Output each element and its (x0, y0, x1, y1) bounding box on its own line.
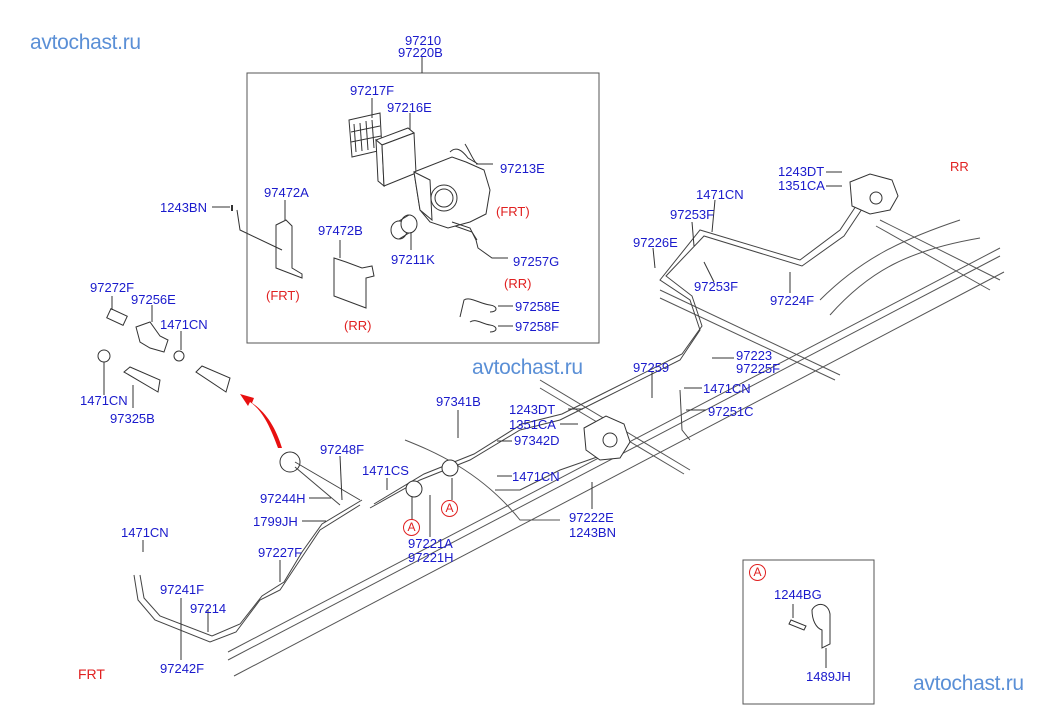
label-rr-bracket: (RR) (344, 318, 372, 333)
heater-core-97216E-part (375, 113, 417, 188)
label-1351CA-mid: 1351CA (509, 417, 556, 432)
nozzle-group-part (97, 296, 231, 408)
label-97211K: 97211K (391, 252, 435, 267)
label-97244H: 97244H (260, 491, 306, 506)
blower-97211K-part (390, 214, 418, 250)
label-1243DT-rear: 1243DT (778, 164, 825, 179)
label-1489JH: 1489JH (806, 669, 851, 684)
label-97251C: 97251C (708, 404, 754, 419)
bolt-1243BN-part (212, 205, 233, 211)
label-97248F: 97248F (320, 442, 365, 457)
bracket-97472B-part (333, 240, 375, 309)
label-1243DT-mid: 1243DT (509, 402, 556, 417)
label-97241F: 97241F (160, 582, 205, 597)
label-97258F: 97258F (515, 319, 560, 334)
red-arrow-icon (240, 394, 282, 448)
label-97226E: 97226E (633, 235, 678, 250)
label-1471CN-mid-b: 1471CN (512, 469, 560, 484)
label-1244BG: 1244BG (774, 587, 822, 602)
label-1243BN-left: 1243BN (160, 200, 207, 215)
watermark-center: avtochast.ru (472, 356, 583, 379)
label-97472A: 97472A (264, 185, 309, 200)
leader-lines (142, 171, 842, 660)
hoses-97258EF-part (459, 298, 513, 333)
label-1471CN-mid-a: 1471CN (703, 381, 751, 396)
label-1471CN-front: 1471CN (121, 525, 169, 540)
label-97222E: 97222E (569, 510, 614, 525)
label-97342D: 97342D (514, 433, 560, 448)
label-1243BN-mid: 1243BN (569, 525, 616, 540)
label-97272F: 97272F (90, 280, 135, 295)
detail-a-parts (788, 604, 831, 668)
label-97210: 97210 (405, 33, 442, 48)
heater-unit-part (413, 143, 493, 229)
fuel-lines (133, 199, 865, 643)
label-97257G: 97257G (513, 254, 560, 269)
label-97217F: 97217F (350, 83, 395, 98)
label-97213E: 97213E (500, 161, 545, 176)
detail-a-marker: A (749, 564, 766, 581)
label-97221A: 97221A (408, 536, 453, 551)
label-frt: FRT (78, 666, 105, 682)
label-97214: 97214 (190, 601, 227, 616)
inset-box-frame (246, 57, 600, 344)
label-97256E: 97256E (131, 292, 176, 307)
label-97253F-rear-b: 97253F (694, 279, 739, 294)
label-97216E: 97216E (387, 100, 432, 115)
label-97258E: 97258E (515, 299, 560, 314)
clamp-circles (405, 459, 459, 498)
label-97225F: 97225F (736, 361, 781, 376)
label-97341B: 97341B (436, 394, 481, 409)
label-rr: RR (950, 159, 969, 174)
label-97224F: 97224F (770, 293, 815, 308)
label-97472B: 97472B (318, 223, 363, 238)
ref-marker-a-1: A (403, 519, 420, 536)
ref-marker-a-2: A (441, 500, 458, 517)
rear-heater-part (849, 173, 899, 215)
label-97325B: 97325B (110, 411, 155, 426)
label-1471CN-left-a: 1471CN (160, 317, 208, 332)
detail-a-box (742, 559, 875, 705)
label-97242F: 97242F (160, 661, 205, 676)
label-97259: 97259 (633, 360, 670, 375)
watermark-top-left: avtochast.ru (30, 31, 141, 54)
label-97227F: 97227F (258, 545, 303, 560)
drain-hose-97257G-part (451, 221, 508, 259)
mid-heater-part (583, 415, 631, 461)
label-1471CS: 1471CS (362, 463, 409, 478)
watermark-bottom-right: avtochast.ru (913, 672, 1024, 695)
label-1799JH: 1799JH (253, 514, 298, 529)
label-97221H: 97221H (408, 550, 454, 565)
bracket-97472A-part (236, 200, 303, 279)
label-97223: 97223 (736, 348, 773, 363)
label-97253F-rear-a: 97253F (670, 207, 715, 222)
label-frt-heater: (FRT) (496, 204, 530, 219)
label-rr-hoses: (RR) (504, 276, 532, 291)
label-1471CN-left-b: 1471CN (80, 393, 128, 408)
label-97220B: 97220B (398, 45, 443, 60)
label-frt-bracket: (FRT) (266, 288, 300, 303)
label-1471CN-rear: 1471CN (696, 187, 744, 202)
label-1351CA-rear: 1351CA (778, 178, 825, 193)
